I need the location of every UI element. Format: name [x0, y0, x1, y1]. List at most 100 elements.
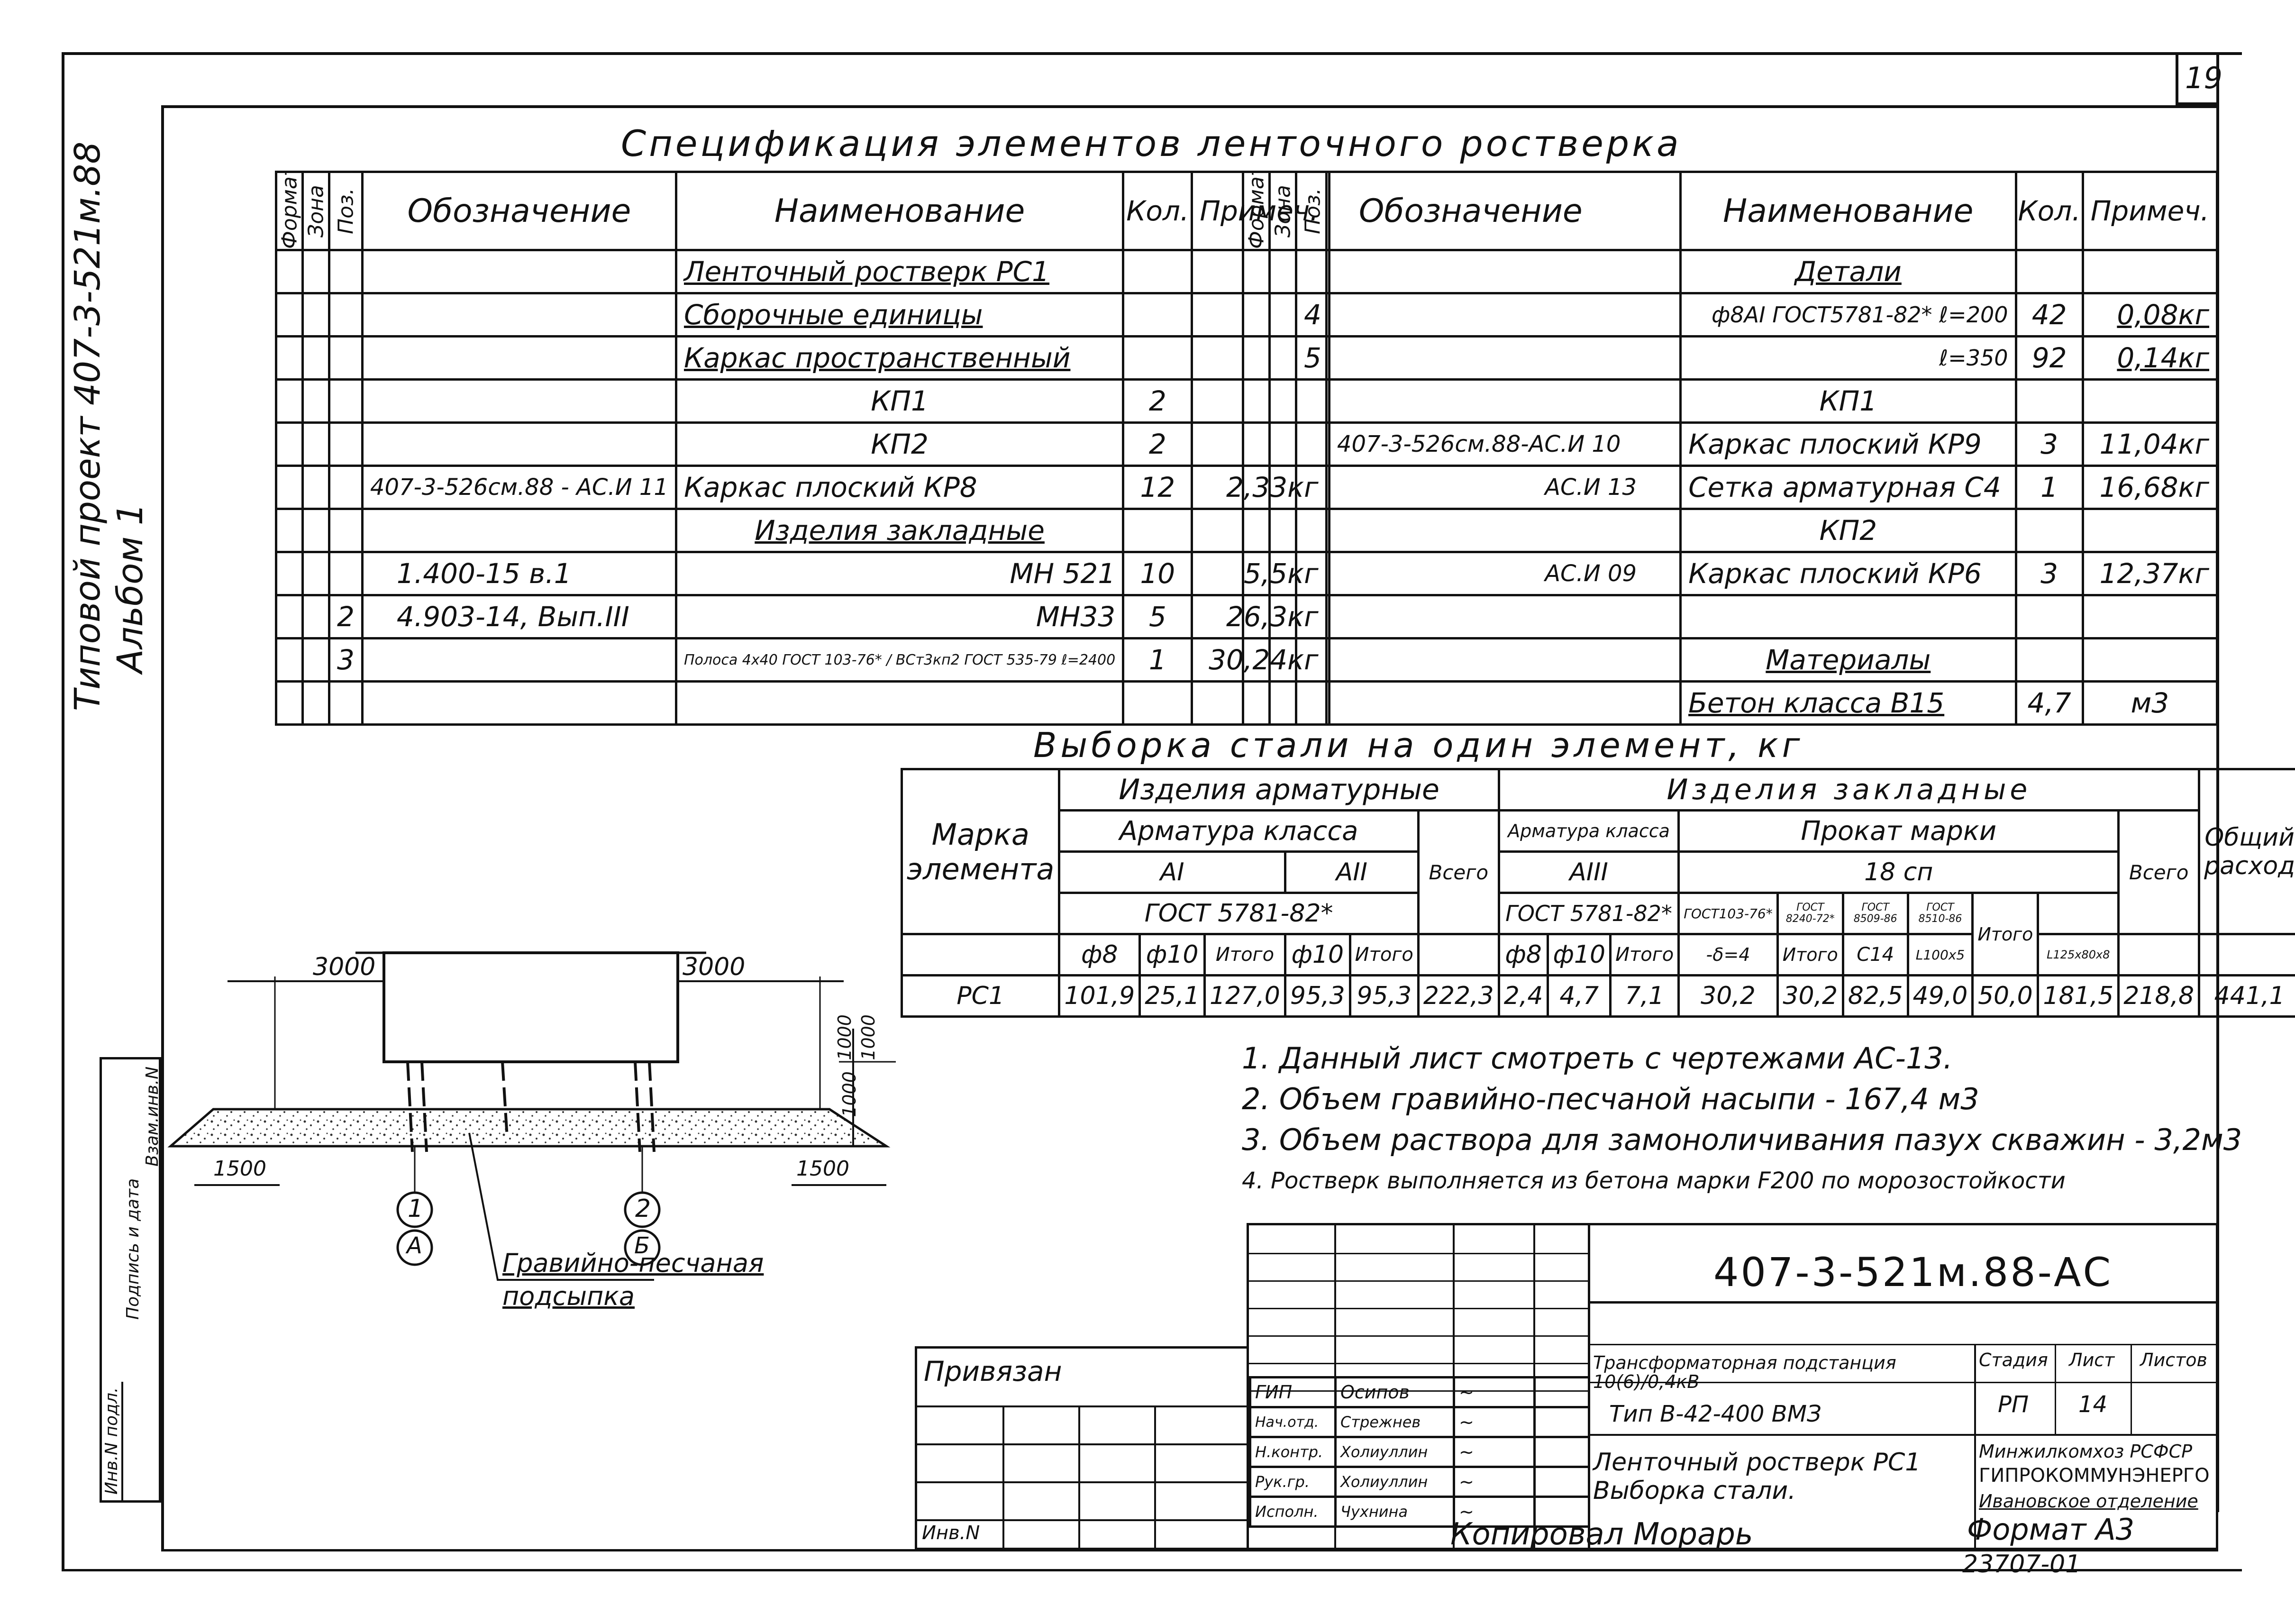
dim-1500-right: 1500: [796, 1157, 849, 1181]
steel-arm-class: Арматура класса: [1058, 809, 1420, 853]
spec-h-name: Наименование: [674, 171, 1125, 251]
spec-r-h-format: Формат: [1243, 172, 1270, 250]
axis-circle-b: [624, 1229, 661, 1266]
spec-h-qty: Кол.: [1122, 171, 1193, 251]
tb-sheet-name1: Ленточный ростверк РС1: [1593, 1448, 1921, 1477]
spec-left-row: Каркас пространственный: [275, 335, 1328, 381]
axis-label-b: Б: [634, 1232, 650, 1259]
steel-total-header: Общий расход: [2198, 768, 2295, 935]
steel-table: Марка элемента Изделия арматурные Издели…: [900, 768, 2295, 1018]
spec-right-name: КП1: [1679, 378, 2017, 424]
spec-left-row: Изделия закладные: [275, 508, 1328, 553]
signature: ~: [1453, 1496, 1536, 1528]
spec-left-name: Сборочные единицы: [674, 292, 1125, 338]
tb-list: 14: [2078, 1391, 2108, 1418]
spec-left-name: КП2: [674, 421, 1125, 467]
footer-archive: 23707-01: [1962, 1550, 2081, 1578]
steel-vsego1-cont: [1417, 933, 1500, 976]
tb-sheet-name2: Выборка стали.: [1593, 1477, 1796, 1505]
note-1: 1. Данный лист смотреть с чертежами АС-1…: [1242, 1041, 1953, 1076]
spec-right-name: Бетон класса В15: [1679, 680, 2017, 726]
inner-frame-top: [161, 105, 2218, 108]
spec-r-h-pos: Поз.: [1296, 172, 1330, 250]
steel-group1: Изделия арматурные: [1058, 768, 1500, 812]
axis-label-1: 1: [408, 1195, 424, 1223]
side-title-line2: Альбом 1: [110, 503, 151, 673]
side-title: Типовой проект 407-3-521м.88 Альбом 1: [66, 95, 152, 711]
axis-circle-a: [396, 1229, 433, 1266]
side-title-line1: Типовой проект 407-3-521м.88: [67, 141, 108, 711]
dim-1000b: 1000: [858, 1014, 879, 1060]
steel-title: Выборка стали на один элемент, кг: [1033, 725, 1804, 765]
steel-total-cont: [2198, 934, 2295, 976]
spec-right-row: [1242, 594, 2219, 639]
steel-vsego1: Всего: [1417, 809, 1500, 935]
steel-vsego2-cont: [2117, 933, 2201, 976]
spec-left-name: Изделия закладные: [674, 508, 1125, 553]
steel-mark-header: Марка элемента: [900, 768, 1061, 935]
spec-left-name: Ленточный ростверк РС1: [674, 249, 1125, 294]
fill-label: Гравийно-песчаная подсыпка: [502, 1248, 764, 1311]
signature: ~: [1453, 1436, 1536, 1468]
spec-r-h-designation: Обозначение: [1328, 171, 1682, 251]
steel-prokat: Прокат марки: [1677, 809, 2120, 853]
tb-stadiya-h: Стадия: [1979, 1350, 2048, 1370]
steel-gost8510: ГОСТ 8510-86: [1906, 892, 1974, 935]
note-2: 2. Объем гравийно-песчаной насыпи - 167,…: [1242, 1082, 1979, 1116]
axis-circle-2: [624, 1191, 661, 1228]
spec-left-name: Полоса 4х40 ГОСТ 103-76* / ВСт3кп2 ГОСТ …: [674, 637, 1125, 683]
spec-right-name: Каркас плоский КР9: [1679, 421, 2017, 467]
sheet-number: 19: [2185, 61, 2222, 95]
spec-right-row: КП1: [1242, 378, 2219, 424]
steel-a1: АI: [1058, 850, 1286, 894]
steel-gost8240: ГОСТ 8240-72*: [1776, 892, 1844, 935]
binding-strip: Инв.N подл. Подпись и дата Взам.инв.N: [100, 1057, 162, 1503]
spec-right-row: Материалы: [1242, 637, 2219, 683]
tb-role-row: Н.контр.Холиуллин~: [1249, 1436, 1590, 1468]
tb-role-row: Нач.отд.Стрежнев~: [1249, 1406, 1590, 1438]
spec-h-designation: Обозначение: [361, 171, 677, 251]
inv-label: Инв.N: [922, 1522, 980, 1544]
tb-list-h: Лист: [2069, 1350, 2115, 1370]
steel-group2: Изделия закладные: [1497, 768, 2201, 812]
dim-1000a: 1000: [834, 1014, 855, 1060]
spec-table-right: Формат Зона Поз. Обозначение Наименовани…: [1242, 171, 2219, 726]
axis-label-a: А: [407, 1232, 422, 1259]
axis-circle-1: [396, 1191, 433, 1228]
dim-3000-left: 3000: [313, 953, 376, 981]
tb-role-row: Исполн.Чухнина~: [1249, 1496, 1590, 1528]
spec-left-name: МН33: [674, 594, 1125, 639]
grillage-block: [382, 951, 679, 1063]
steel-vsego2: Всего: [2117, 809, 2201, 935]
note-3: 3. Объем раствора для замоноличивания па…: [1242, 1122, 2242, 1157]
spec-right-name: Каркас плоский КР6: [1679, 551, 2017, 596]
spec-r-h-zone: Зона: [1269, 172, 1296, 250]
steel-arm-class2: Арматура класса: [1497, 809, 1680, 853]
spec-left-row: Сборочные единицы: [275, 292, 1328, 338]
spec-left-name: КП1: [674, 378, 1125, 424]
note-4: 4. Ростверк выполняется из бетона марки …: [1242, 1168, 2066, 1194]
steel-gost8509: ГОСТ 8509-86: [1841, 892, 1909, 935]
dim-1500-left: 1500: [213, 1157, 266, 1181]
spec-title: Спецификация элементов ленточного ростве…: [621, 122, 1682, 164]
spec-right-name: Материалы: [1679, 637, 2017, 683]
spec-r-h-name: Наименование: [1679, 171, 2017, 251]
fill-body: [167, 1108, 891, 1148]
privyazan-block: Привязан Инв.N: [915, 1346, 1249, 1550]
spec-right-name: КП2: [1679, 508, 2017, 553]
tb-role-row: Рук.гр.Холиуллин~: [1249, 1466, 1590, 1498]
spec-h-note: Примеч.: [1191, 171, 1328, 251]
outer-frame-top: [62, 52, 2242, 55]
signature: ~: [1453, 1406, 1536, 1438]
